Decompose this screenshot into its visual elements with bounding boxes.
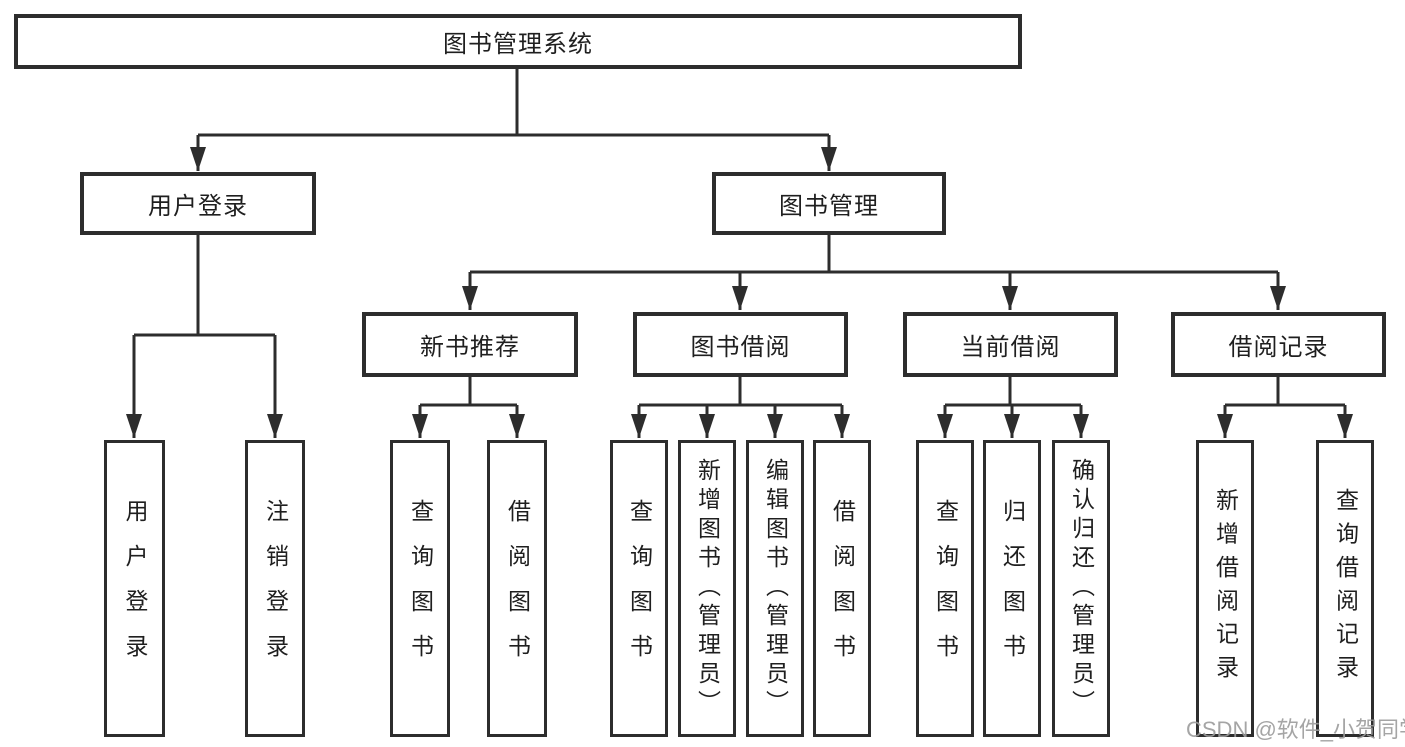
leaf-label: 编辑图书（管理员） — [762, 458, 789, 719]
node-label: 借阅记录 — [1228, 334, 1329, 361]
node-user-login: 用户登录 — [80, 172, 316, 235]
connector-new-book-recommendation-children — [412, 377, 525, 438]
node-label: 图书管理系统 — [443, 31, 593, 58]
leaf-return-books: 归还图书 — [983, 440, 1041, 737]
connector-book-management-children — [462, 235, 1286, 310]
leaf-label: 注销登录 — [262, 498, 289, 679]
leaf-label: 查询借阅记录 — [1332, 488, 1359, 689]
connector-root-to-level2 — [190, 69, 837, 171]
node-current-borrowing: 当前借阅 — [903, 312, 1118, 377]
watermark: CSDN @软件_小贺同学 — [1186, 717, 1405, 742]
leaf-label: 借阅图书 — [504, 498, 531, 679]
connector-book-borrowing-children — [631, 377, 850, 438]
connector-user-login-children — [126, 235, 283, 438]
leaf-add-borrow-record: 新增借阅记录 — [1196, 440, 1254, 737]
leaf-borrow-books: 借阅图书 — [813, 440, 871, 737]
leaf-label: 查询图书 — [407, 498, 434, 679]
leaf-search-borrow-record: 查询借阅记录 — [1316, 440, 1374, 737]
leaf-user-login: 用户登录 — [104, 440, 165, 737]
leaf-label: 用户登录 — [122, 498, 148, 679]
leaf-logout: 注销登录 — [245, 440, 305, 737]
leaf-edit-book-admin: 编辑图书（管理员） — [746, 440, 804, 737]
leaf-search-books-current: 查询图书 — [916, 440, 974, 737]
leaf-label: 新增图书（管理员） — [694, 458, 721, 719]
node-label: 用户登录 — [148, 193, 248, 220]
node-new-book-recommendation: 新书推荐 — [362, 312, 578, 377]
leaf-label: 借阅图书 — [829, 498, 856, 679]
leaf-search-books-borrowing: 查询图书 — [610, 440, 668, 737]
leaf-add-book-admin: 新增图书（管理员） — [678, 440, 736, 737]
node-label: 图书管理 — [779, 193, 879, 220]
node-book-borrowing: 图书借阅 — [633, 312, 848, 377]
leaf-label: 归还图书 — [999, 498, 1026, 679]
leaf-label: 新增借阅记录 — [1212, 488, 1239, 689]
node-book-management: 图书管理 — [712, 172, 946, 235]
node-label: 图书借阅 — [690, 334, 791, 361]
leaf-search-books-recommend: 查询图书 — [390, 440, 450, 737]
node-library-management-system: 图书管理系统 — [14, 14, 1022, 69]
leaf-label: 确认归还（管理员） — [1068, 458, 1095, 719]
leaf-confirm-return-admin: 确认归还（管理员） — [1052, 440, 1110, 737]
leaf-label: 查询图书 — [932, 498, 959, 679]
leaf-borrow-books-recommend: 借阅图书 — [487, 440, 547, 737]
connector-current-borrowing-children — [937, 377, 1089, 438]
node-label: 当前借阅 — [960, 334, 1061, 361]
node-label: 新书推荐 — [420, 334, 520, 361]
node-borrowing-records: 借阅记录 — [1171, 312, 1386, 377]
leaf-label: 查询图书 — [626, 498, 653, 679]
connector-borrowing-records-children — [1217, 377, 1353, 438]
